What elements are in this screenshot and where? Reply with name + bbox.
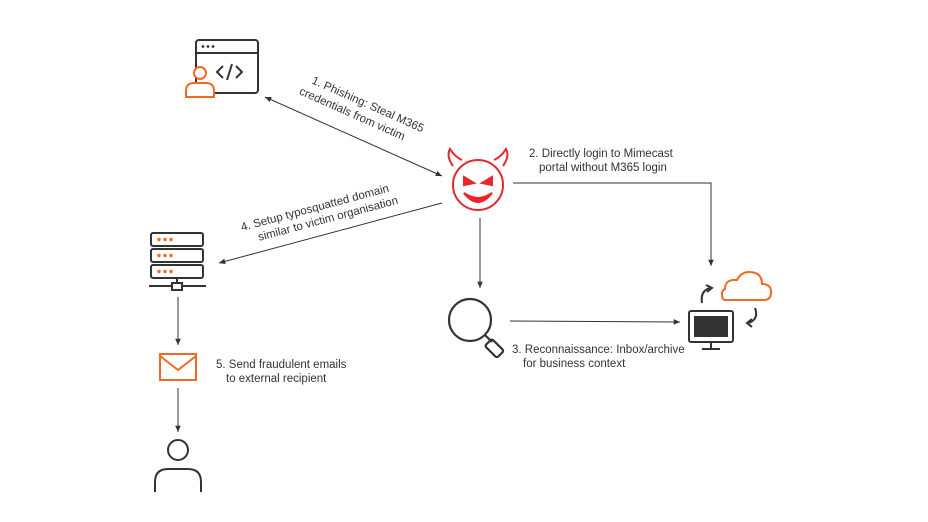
step-2-label-line2: portal without M365 login [539,162,667,174]
person-icon [154,439,202,492]
envelope-icon [159,353,197,381]
step-3-label-line2: for business context [523,358,626,370]
arrow-step-4 [218,202,443,265]
arrow-step-3 [509,319,681,325]
cloud-sync-icon [700,270,773,328]
step-5-label-line2: to external recipient [226,373,327,385]
magnifier-icon [447,297,505,359]
developer-code-icon [185,39,259,98]
arrow-step-2 [513,182,714,266]
step-5-label-line1: 5. Send fraudulent emails [216,359,347,371]
monitor-icon [688,310,734,350]
server-icon [149,232,206,291]
step-3-label-line1: 3. Reconnaissance: Inbox/archive [512,344,685,356]
step-2-label-line1: 2. Directly login to Mimecast [529,148,674,160]
devil-icon [447,147,509,211]
connectors [175,96,714,432]
arrow-step-1 [264,96,443,177]
